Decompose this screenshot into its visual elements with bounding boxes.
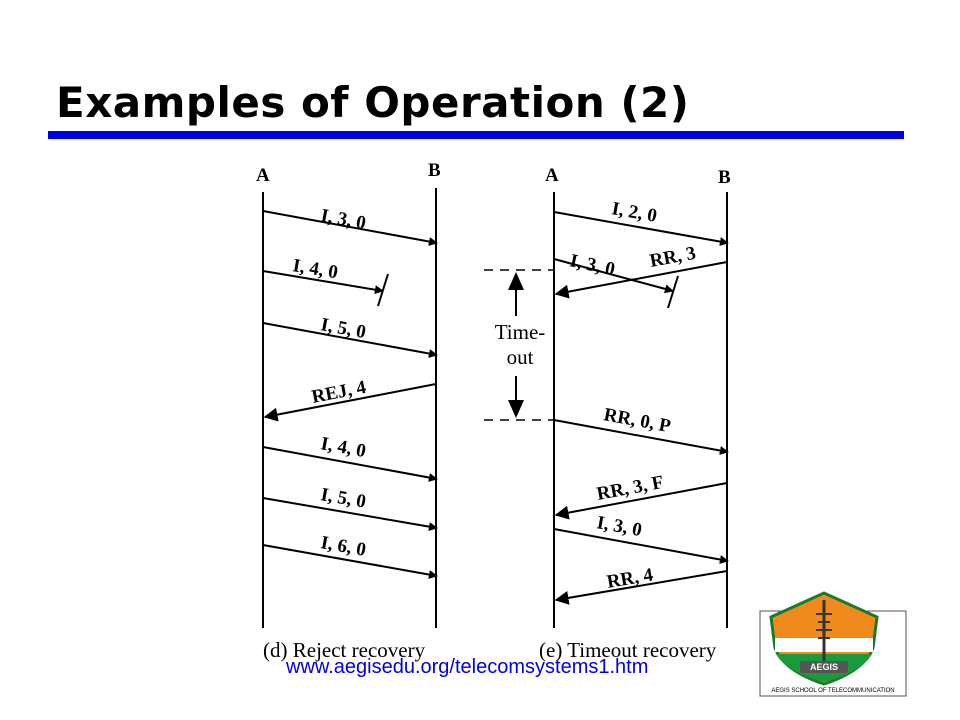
right-message-arrow bbox=[554, 570, 728, 605]
right-message-label: RR, 4 bbox=[605, 564, 655, 593]
right-message-label: RR, 3 bbox=[648, 243, 698, 272]
left-message-label: I, 5, 0 bbox=[319, 314, 367, 343]
right-message-label: I, 3, 0 bbox=[568, 250, 617, 280]
right-message-arrow bbox=[554, 261, 728, 299]
logo-name-plate bbox=[800, 661, 848, 673]
left-station-b-label: B bbox=[428, 160, 441, 181]
right-caption: (e) Timeout recovery bbox=[539, 638, 717, 662]
right-message-label: RR, 0, P bbox=[602, 404, 673, 437]
left-message-arrow bbox=[262, 497, 438, 532]
left-message-arrow bbox=[262, 446, 438, 482]
right-station-a-label: A bbox=[545, 165, 559, 186]
left-lost-frame-mark bbox=[377, 273, 389, 307]
title-underline bbox=[48, 131, 904, 139]
right-lost-frame-mark bbox=[667, 275, 679, 309]
left-message-arrow bbox=[262, 322, 438, 358]
timeout-label-line1: Time- bbox=[495, 320, 546, 344]
logo-name: AEGIS bbox=[810, 662, 838, 672]
right-message-arrow bbox=[553, 419, 729, 455]
left-caption: (d) Reject recovery bbox=[263, 638, 426, 662]
timeout-recovery-diagram: A B I, 2, 0 I, 3, 0 RR, 3 Time- out RR, … bbox=[484, 165, 731, 662]
footer-url[interactable]: www.aegisedu.org/telecomsystems1.htm bbox=[286, 656, 649, 678]
left-message-arrow bbox=[263, 383, 437, 422]
timeout-arrow-lower-head bbox=[508, 400, 524, 418]
timeout-label-line2: out bbox=[507, 345, 534, 369]
logo-coil bbox=[816, 613, 832, 639]
left-message-label: I, 4, 0 bbox=[291, 255, 339, 283]
left-message-arrow bbox=[262, 210, 438, 246]
right-message-label: RR, 3, F bbox=[595, 472, 665, 505]
left-message-label: I, 3, 0 bbox=[319, 205, 367, 234]
page-title: Examples of Operation (2) bbox=[56, 78, 690, 127]
left-message-arrow-lost bbox=[262, 270, 384, 295]
right-message-arrow-lost bbox=[553, 258, 674, 294]
logo-subtitle: AEGIS SCHOOL OF TELECOMMUNICATION bbox=[771, 688, 894, 694]
left-station-a-label: A bbox=[256, 165, 270, 186]
right-message-arrow bbox=[554, 482, 728, 520]
left-message-arrow bbox=[262, 544, 438, 580]
reject-recovery-diagram: A B I, 3, 0 I, 4, 0 I, 5, 0 REJ, 4 I, 4,… bbox=[256, 160, 441, 662]
right-message-arrow bbox=[553, 528, 729, 564]
aegis-shield-logo: AEGIS AEGIS SCHOOL OF TELECOMMUNICATION bbox=[759, 591, 907, 697]
right-message-label: I, 3, 0 bbox=[595, 512, 643, 541]
right-station-b-label: B bbox=[718, 167, 731, 188]
right-message-arrow bbox=[553, 211, 729, 247]
timeout-arrow-upper-head bbox=[508, 272, 524, 290]
